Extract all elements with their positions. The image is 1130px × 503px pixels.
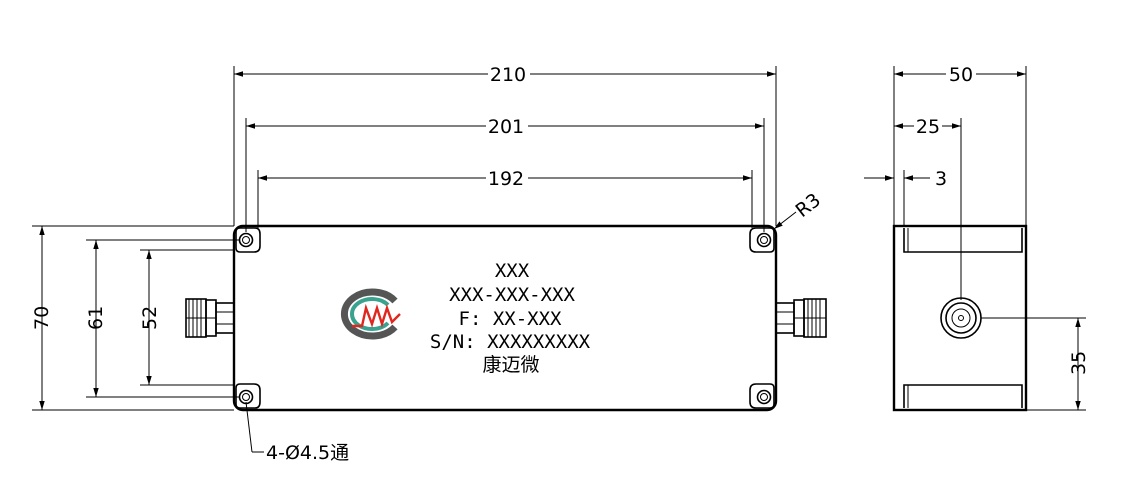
dim-hole-vertical-spacing-value: 61 <box>85 306 107 330</box>
dim-side-half-width-value: 25 <box>916 116 940 138</box>
company-logo <box>340 288 401 340</box>
dim-inner-height: 52 <box>139 249 234 386</box>
dim-inner-height-value: 52 <box>139 306 161 330</box>
dim-overall-height: 70 <box>31 225 234 411</box>
label-line-model: XXX <box>495 260 530 282</box>
mounting-hole-bottom-right <box>749 383 775 409</box>
product-label: XXX XXX-XXX-XXX F: XX-XXX S/N: XXXXXXXXX… <box>430 260 591 376</box>
dim-hole-vertical-spacing: 61 <box>85 239 240 398</box>
dim-mounting-holes-value: 4-Ø4.5通 <box>266 442 349 464</box>
label-line-frequency: F: XX-XXX <box>459 308 563 330</box>
dim-corner-radius: R3 <box>773 189 825 230</box>
front-view: XXX XXX-XXX-XXX F: XX-XXX S/N: XXXXXXXXX… <box>31 62 827 464</box>
label-line-company: 康迈微 <box>482 354 539 376</box>
dim-inner-length: 192 <box>257 166 753 228</box>
dim-overall-length-value: 210 <box>490 64 526 86</box>
dim-side-offset: 3 <box>864 168 947 226</box>
dim-corner-radius-value: R3 <box>792 189 825 222</box>
dim-mounting-holes: 4-Ø4.5通 <box>245 401 349 464</box>
mounting-hole-top-right <box>749 227 775 253</box>
dim-side-offset-value: 3 <box>935 168 947 190</box>
logo-inner-arc <box>350 297 390 331</box>
dim-connector-height: 35 <box>981 317 1090 411</box>
logo-outer-arc <box>340 288 398 340</box>
dim-inner-length-value: 192 <box>488 168 524 190</box>
dim-overall-height-value: 70 <box>31 306 53 330</box>
dim-hole-spacing: 201 <box>245 114 765 232</box>
logo-mw-wave <box>352 303 401 329</box>
side-view: 50 25 3 35 <box>864 62 1090 412</box>
mounting-hole-bottom-left <box>235 383 261 409</box>
left-connector <box>185 298 235 338</box>
label-line-part-number: XXX-XXX-XXX <box>449 284 575 306</box>
dim-side-width-value: 50 <box>949 64 973 86</box>
dim-side-half-width: 25 <box>894 114 962 300</box>
dim-overall-length: 210 <box>233 62 777 226</box>
dim-connector-height-value: 35 <box>1068 351 1090 375</box>
right-connector <box>775 298 827 338</box>
label-line-serial: S/N: XXXXXXXXX <box>430 331 591 353</box>
dim-hole-spacing-value: 201 <box>488 116 524 138</box>
dim-side-width: 50 <box>893 62 1027 226</box>
side-connector-face <box>940 297 982 339</box>
